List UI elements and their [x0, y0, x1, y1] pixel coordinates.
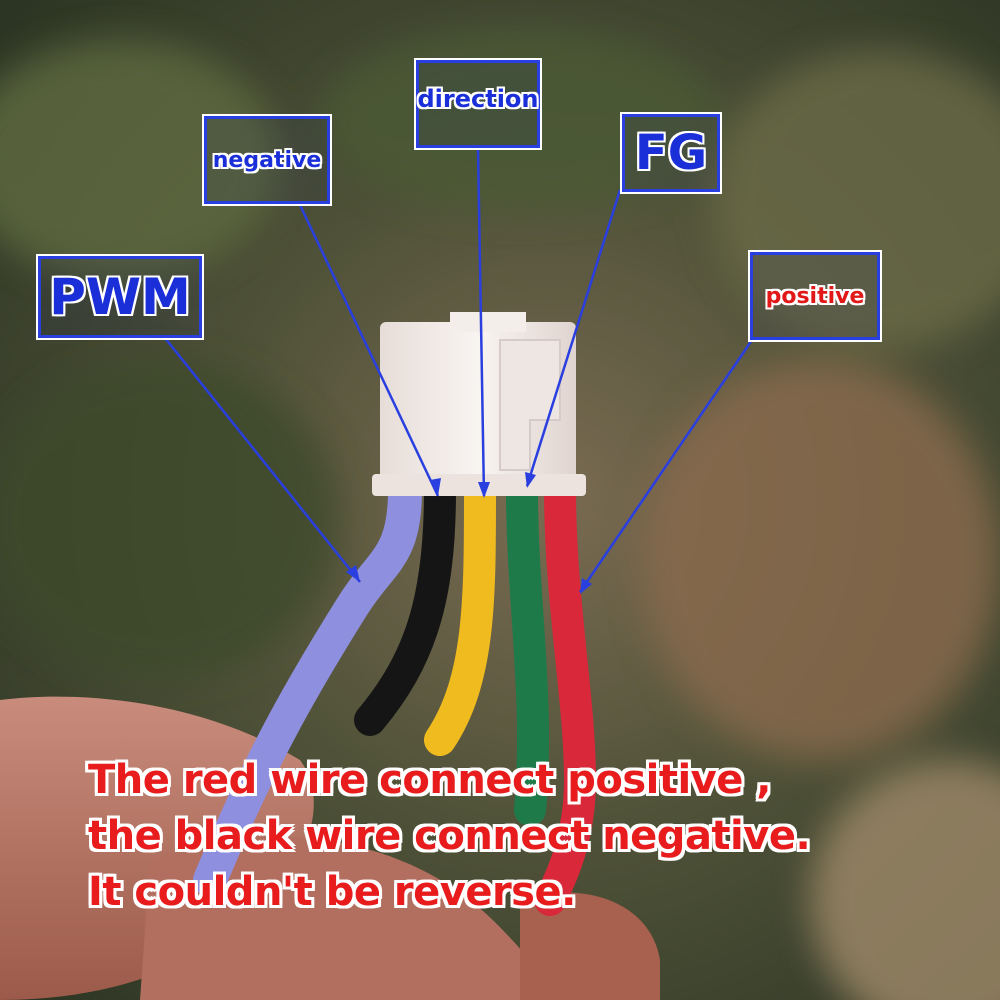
wire-green: [506, 474, 550, 826]
wire-black: [354, 474, 456, 736]
fg-label: FG: [634, 125, 708, 181]
positive-label-box: positive: [748, 250, 882, 342]
caption-line-1: The red wire connect positive ,: [88, 757, 772, 803]
negative-label-box: negative: [202, 114, 332, 206]
wire-red: [534, 474, 597, 916]
hand-left: [0, 696, 314, 1000]
leader-direction: [476, 147, 486, 497]
fg-label-box: FG: [620, 112, 722, 194]
leader-pwm: [164, 337, 361, 583]
leader-fg: [525, 189, 622, 487]
wire-purple: [193, 473, 422, 897]
leader-negative: [298, 204, 440, 497]
warning-caption: The red wire connect positive , the blac…: [88, 752, 988, 920]
direction-label-box: direction: [414, 58, 542, 150]
wire-yellow: [424, 474, 496, 756]
caption-line-2: the black wire connect negative.: [88, 813, 811, 859]
direction-label: direction: [417, 85, 539, 113]
hand-fingers: [140, 836, 560, 1000]
pwm-label: PWM: [49, 268, 191, 326]
leader-positive: [578, 339, 754, 593]
pwm-label-box: PWM: [36, 254, 204, 340]
positive-label: positive: [765, 283, 865, 309]
negative-label: negative: [212, 147, 322, 173]
caption-line-3: It couldn't be reverse.: [88, 869, 576, 915]
